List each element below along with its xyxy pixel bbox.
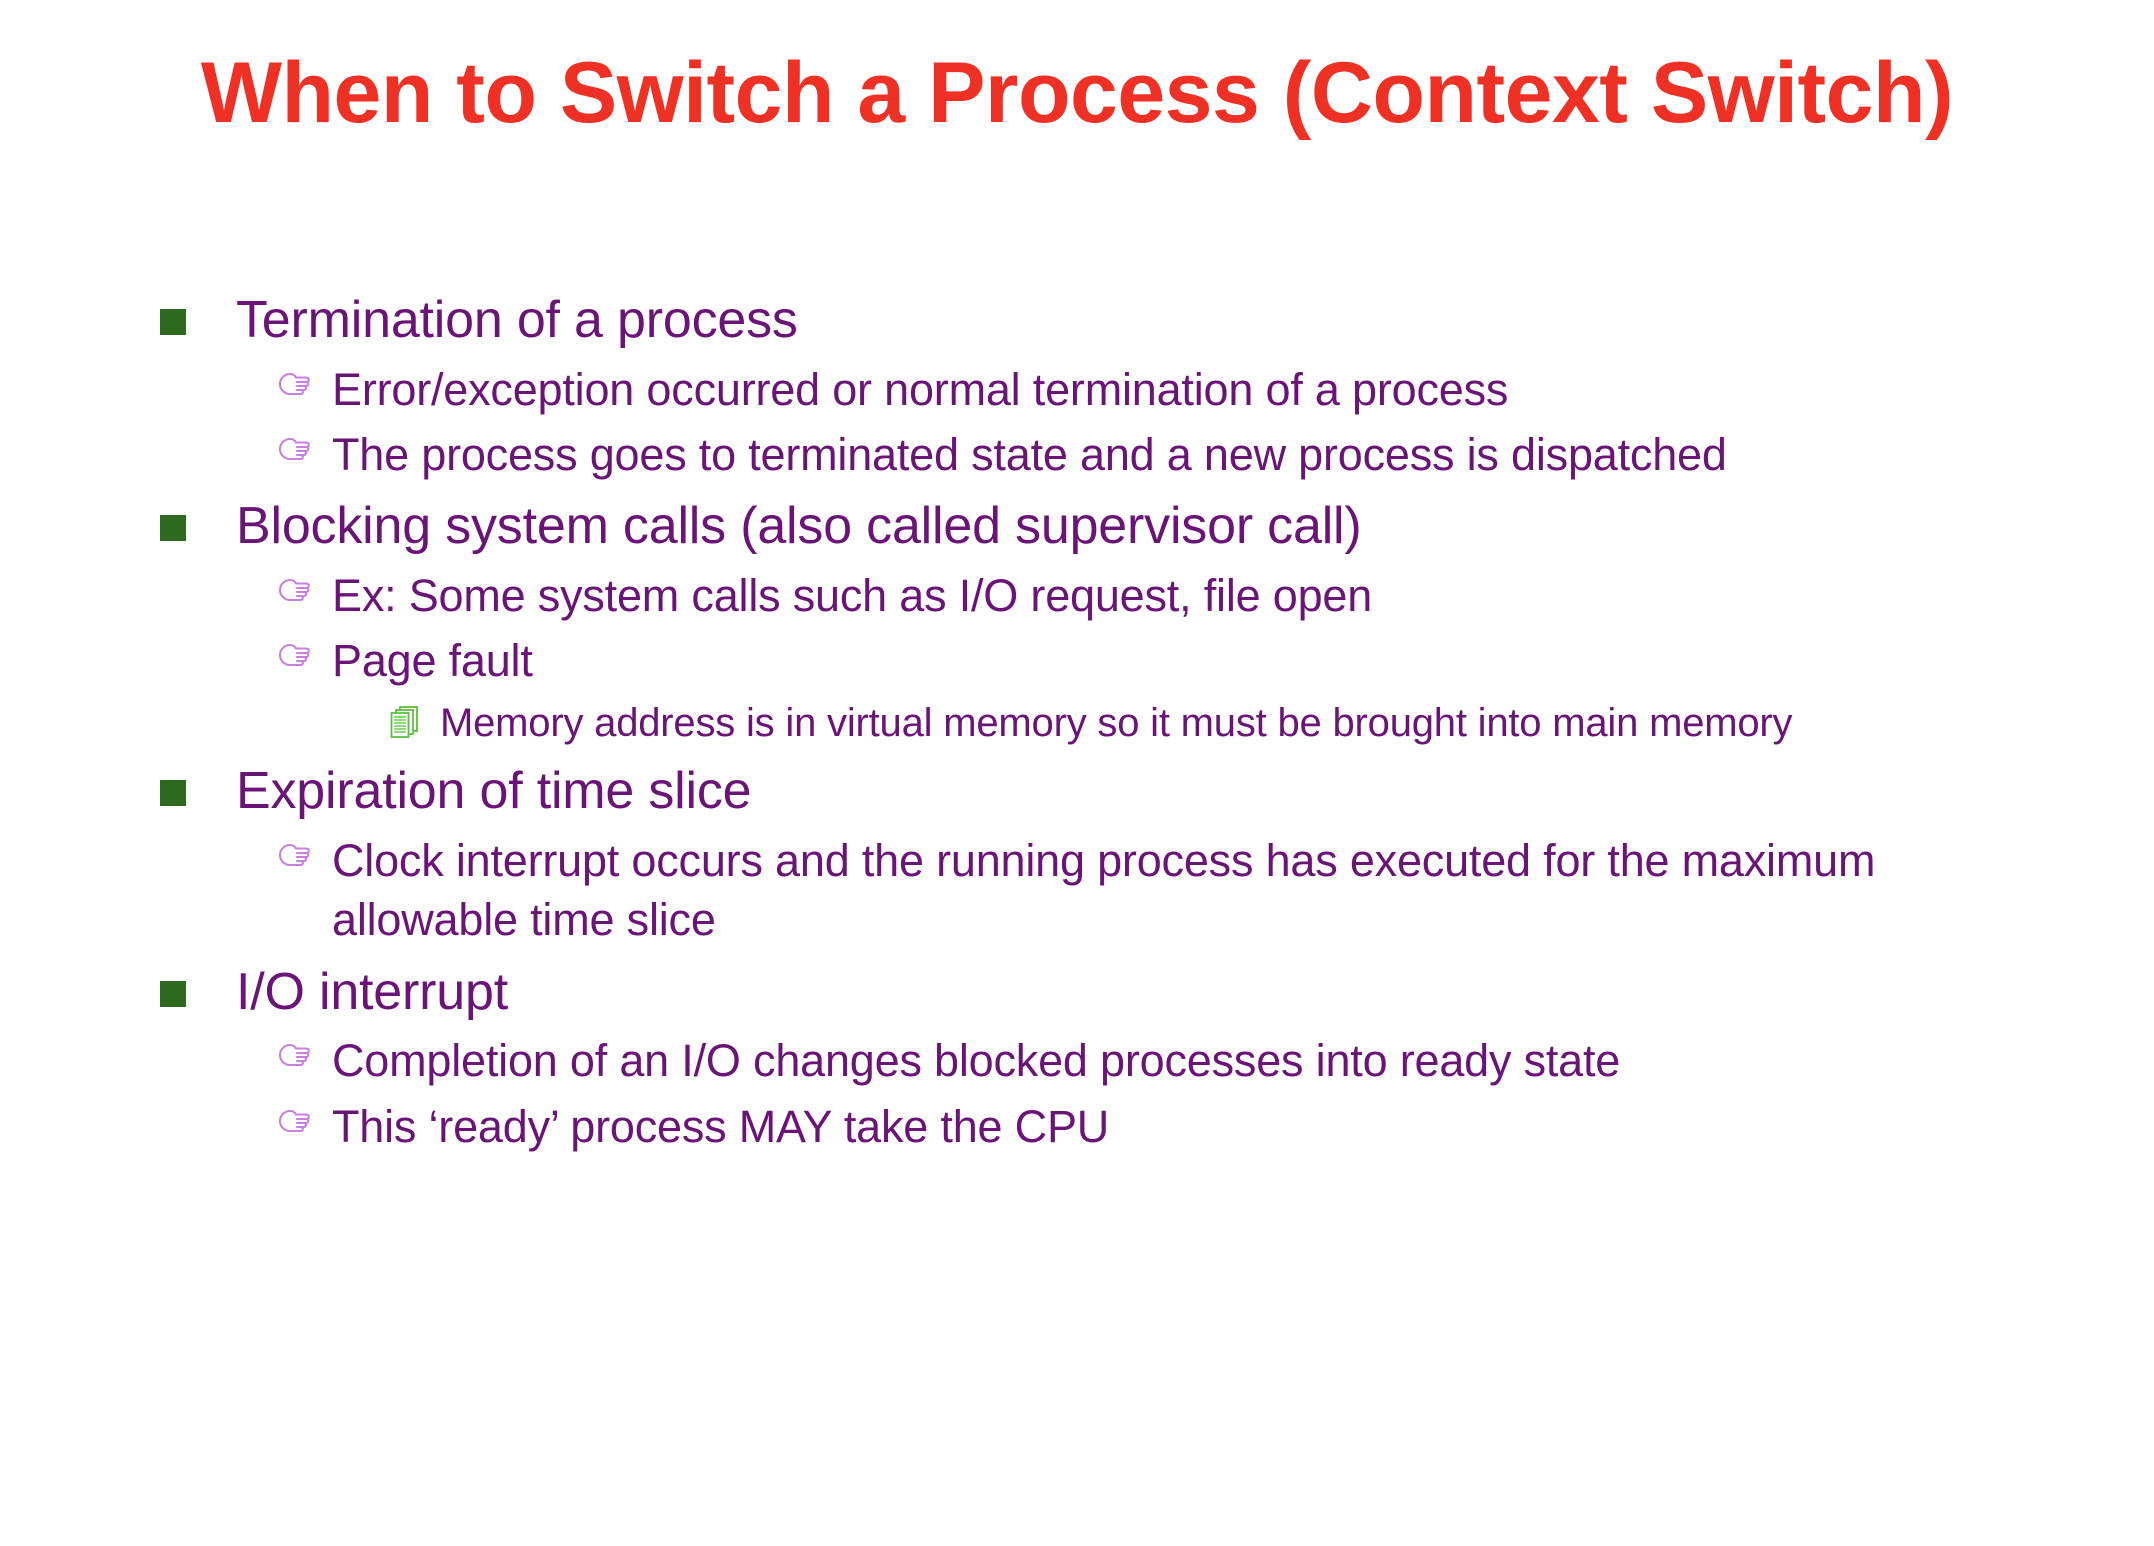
bullet-group-3: Expiration of time slice Clock interrupt…	[160, 759, 2120, 949]
list-item-level3[interactable]: Memory address is in virtual memory so i…	[160, 697, 2120, 750]
list-item-label: Clock interrupt occurs and the running p…	[332, 834, 1876, 946]
list-item-label: The process goes to terminated state and…	[332, 428, 1727, 480]
list-item-level2[interactable]: Clock interrupt occurs and the running p…	[160, 831, 2120, 950]
green-square-bullet-icon	[160, 309, 186, 335]
list-item-level2[interactable]: Page fault	[160, 631, 2120, 690]
list-item-level2[interactable]: Error/exception occurred or normal termi…	[160, 360, 2120, 419]
slide-title: When to Switch a Process (Context Switch…	[200, 45, 1954, 141]
pointing-hand-bullet-icon	[274, 575, 310, 605]
list-item-level1[interactable]: Termination of a process	[160, 288, 2120, 354]
list-item-label: Termination of a process	[236, 291, 798, 349]
pointing-hand-bullet-icon	[274, 840, 310, 870]
list-item-label: Page fault	[332, 635, 533, 687]
list-item-level1[interactable]: Expiration of time slice	[160, 759, 2120, 825]
list-item-label: Error/exception occurred or normal termi…	[332, 363, 1509, 415]
list-item-label: Memory address is in virtual memory so i…	[440, 700, 1793, 745]
bullet-group-2: Blocking system calls (also called super…	[160, 494, 2120, 749]
slide-body-bullet-list: Termination of a process Error/exception…	[160, 288, 2120, 1166]
green-square-bullet-icon	[160, 780, 186, 807]
list-item-label: Blocking system calls (also called super…	[236, 497, 1362, 556]
pointing-hand-bullet-icon	[274, 1040, 310, 1070]
pages-stack-bullet-icon	[388, 705, 422, 743]
green-square-bullet-icon	[160, 515, 186, 542]
list-item-level2[interactable]: Ex: Some system calls such as I/O reques…	[160, 566, 2120, 625]
pointing-hand-bullet-icon	[274, 434, 310, 464]
list-item-level1[interactable]: Blocking system calls (also called super…	[160, 494, 2120, 560]
pointing-hand-bullet-icon	[274, 640, 310, 670]
green-square-bullet-icon	[160, 980, 186, 1007]
pointing-hand-bullet-icon	[274, 1106, 310, 1136]
list-item-level2[interactable]: Completion of an I/O changes blocked pro…	[160, 1031, 2120, 1090]
list-item-level2[interactable]: The process goes to terminated state and…	[160, 425, 2120, 484]
list-item-label: Expiration of time slice	[236, 762, 752, 821]
list-item-level1[interactable]: I/O interrupt	[160, 960, 2120, 1026]
list-item-label: I/O interrupt	[236, 962, 508, 1021]
list-item-label: Ex: Some system calls such as I/O reques…	[332, 569, 1373, 621]
bullet-group-4: I/O interrupt Completion of an I/O chang…	[160, 960, 2120, 1156]
list-item-level2[interactable]: This ‘ready’ process MAY take the CPU	[160, 1097, 2120, 1156]
list-item-label: This ‘ready’ process MAY take the CPU	[332, 1100, 1110, 1152]
bullet-group-1: Termination of a process Error/exception…	[160, 288, 2120, 484]
pointing-hand-bullet-icon	[274, 369, 310, 399]
list-item-label: Completion of an I/O changes blocked pro…	[332, 1035, 1621, 1087]
